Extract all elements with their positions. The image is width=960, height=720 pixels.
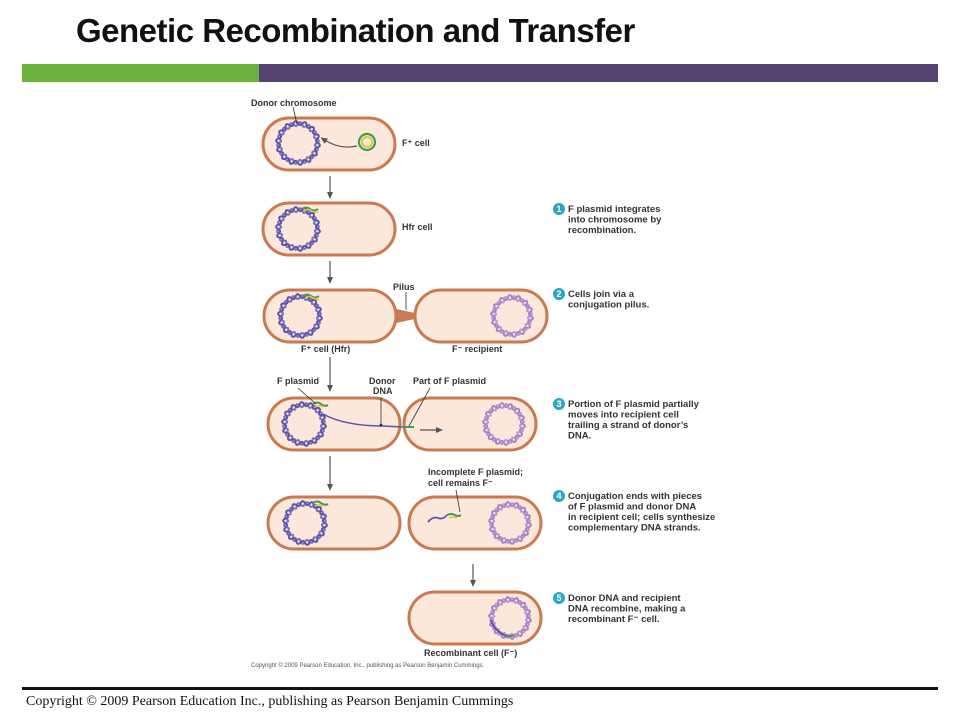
step-3-badge xyxy=(553,398,565,410)
step-2-badge xyxy=(553,288,565,300)
incomplete-f-plasmid-piece xyxy=(427,514,448,523)
f-plasmid-ring xyxy=(357,132,377,152)
f-plus-hfr-label: F⁺ cell (Hfr) xyxy=(301,344,350,354)
step-4-number: 4 xyxy=(556,491,561,501)
recipient-cell-separated xyxy=(407,495,543,551)
step-2-text-line: conjugation pilus. xyxy=(568,300,649,311)
figure-copyright: Copyright © 2009 Pearson Education, Inc.… xyxy=(251,662,485,669)
recombinant-chromosome xyxy=(488,596,532,640)
recombinant-cell-label: Recombinant cell (F⁻) xyxy=(424,648,517,658)
footer-copyright: Copyright © 2009 Pearson Education Inc.,… xyxy=(26,694,514,709)
hfr-donor-cell xyxy=(262,288,398,344)
hfr-cell xyxy=(261,201,397,257)
recipient-chromosome-row5 xyxy=(488,501,532,545)
title-accent-bar-purple xyxy=(259,64,938,82)
conjugation-pilus xyxy=(396,309,415,323)
step-1-number: 1 xyxy=(556,204,561,214)
donor-chromosome-leader xyxy=(292,106,298,125)
step-1-text-line: into chromosome by xyxy=(568,215,662,226)
integration-arrow xyxy=(320,137,358,148)
step-5-number: 5 xyxy=(556,593,561,603)
footer-rule xyxy=(22,687,938,690)
hfr-chromosome xyxy=(275,206,321,252)
transferring-dna-strand xyxy=(322,413,404,428)
incomplete-f-plasmid-label-line1: Incomplete F plasmid; xyxy=(428,467,523,477)
pilus-label: Pilus xyxy=(393,282,415,292)
step-1-badge xyxy=(553,203,565,215)
step-5-badge xyxy=(553,592,565,604)
part-of-f-plasmid-label: Part of F plasmid xyxy=(413,376,486,386)
step-1-text-line: recombination. xyxy=(568,225,636,236)
f-plasmid-label: F plasmid xyxy=(277,376,319,386)
step-3-text-line: Portion of F plasmid partially xyxy=(568,399,700,410)
step-2-number: 2 xyxy=(556,289,561,299)
recipient-cell-transfer xyxy=(402,396,538,452)
donor-cell-separated xyxy=(266,495,402,551)
donor-dna-label-line2: DNA xyxy=(373,386,393,396)
step-3-text-line: DNA. xyxy=(568,431,591,442)
slide-title: Genetic Recombination and Transfer xyxy=(76,12,635,49)
step-4-badge xyxy=(553,490,565,502)
f-plus-cell-label: F⁺ cell xyxy=(402,138,430,148)
step-4-text-line: of F plasmid and donor DNA xyxy=(568,502,696,513)
donor-chromosome xyxy=(275,120,321,166)
step-4-text-line: Conjugation ends with pieces xyxy=(568,491,702,502)
step-5-text-line: recombinant F⁻ cell. xyxy=(568,614,660,625)
donor-chromosome-row4 xyxy=(281,401,327,447)
title-accent-bar-green xyxy=(22,64,259,82)
donor-dna-label-line1: Donor xyxy=(369,376,396,386)
recombinant-cell xyxy=(407,590,543,646)
f-plus-cell xyxy=(261,116,397,172)
part-of-f-plasmid-leader xyxy=(408,387,431,427)
step-3-text-line: moves into recipient cell xyxy=(568,410,679,421)
step-2-text-line: Cells join via a xyxy=(568,289,635,300)
incomplete-f-plasmid-leader xyxy=(455,489,461,513)
step-4-text-line: in recipient cell; cells synthesize xyxy=(568,512,715,523)
step-3-number: 3 xyxy=(556,399,561,409)
step-1-text-line: F plasmid integrates xyxy=(568,204,660,215)
donor-cell-transfer xyxy=(266,396,402,452)
step-5-text-line: DNA recombine, making a xyxy=(568,604,686,615)
incomplete-f-plasmid-label-line2: cell remains F⁻ xyxy=(428,478,493,488)
step-3-text-line: trailing a strand of donor’s xyxy=(568,420,688,431)
donor-chromosome-label: Donor chromosome xyxy=(251,98,337,108)
f-plasmid-leader xyxy=(297,387,317,405)
step-4-text-line: complementary DNA strands. xyxy=(568,523,701,534)
f-minus-recipient-cell xyxy=(413,288,549,344)
donor-chromosome-row3 xyxy=(277,293,323,339)
f-minus-recipient-label: F⁻ recipient xyxy=(452,344,502,354)
step-5-text-line: Donor DNA and recipient xyxy=(568,593,681,604)
hfr-cell-label: Hfr cell xyxy=(402,222,433,232)
recombined-donor-segment xyxy=(490,619,507,637)
recipient-chromosome xyxy=(490,294,534,338)
recipient-chromosome-row4 xyxy=(482,402,526,446)
integrated-f-plasmid xyxy=(301,206,319,212)
